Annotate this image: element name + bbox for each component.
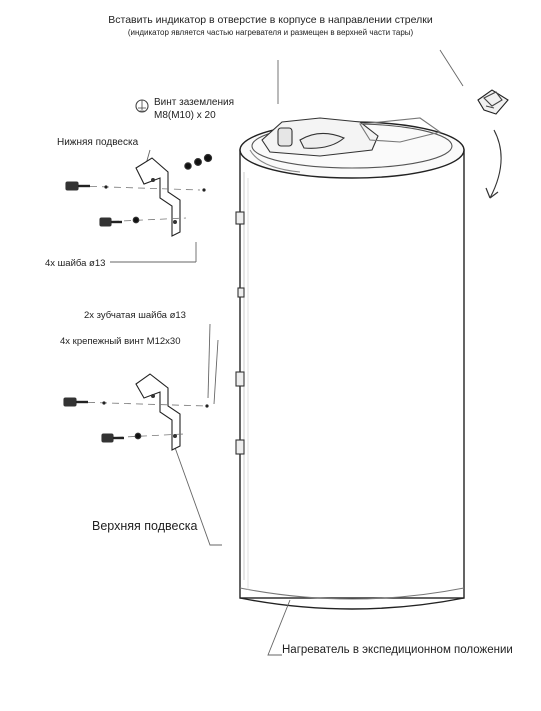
water-heater-tank: [235, 117, 465, 610]
toothed-washer-label: 2x зубчатая шайба ø13: [84, 310, 186, 321]
insert-direction-arrow: [485, 129, 502, 199]
upper-bracket-assembly: [63, 373, 209, 451]
lower-bracket-assembly: [65, 157, 206, 237]
ground-screw-size-label: M8(M10) x 20: [154, 110, 216, 121]
washer-label: 4x шайба ø13: [45, 258, 106, 269]
mounting-screw-label: 4x крепежный винт M12x30: [60, 336, 181, 347]
ground-screw-parts: [135, 99, 213, 170]
indicator-instruction-label: Вставить индикатор в отверстие в корпусе…: [108, 14, 433, 26]
ground-screw-label: Винт заземления: [154, 97, 234, 108]
indicator-note-label: (индикатор является частью нагревателя и…: [127, 28, 414, 37]
heater-transport-label: Нагреватель в экспедиционном положении: [282, 644, 513, 656]
upper-bracket-label: Верхняя подвеска: [92, 519, 198, 533]
lower-bracket-label: Нижняя подвеска: [57, 137, 139, 148]
leader-lines: [110, 49, 464, 656]
indicator-part: [477, 89, 509, 115]
